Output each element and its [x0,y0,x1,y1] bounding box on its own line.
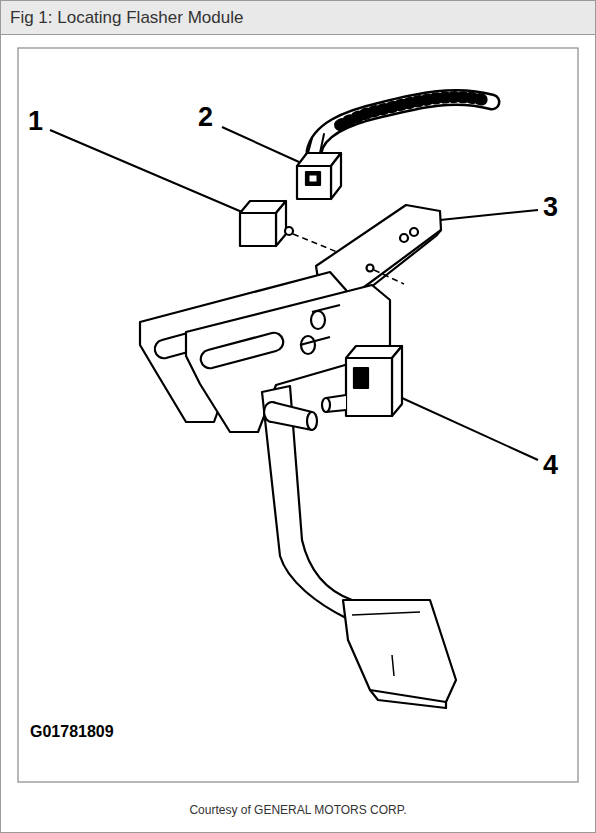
flasher-module [285,227,293,235]
connector [309,175,317,182]
stop-lamp-switch [392,346,402,416]
flasher-module [240,201,352,258]
mounting-bracket [410,228,418,236]
brake-pedal [307,412,317,430]
leader-line [402,398,538,460]
stop-lamp-switch [354,368,368,388]
brake-pedal [343,600,456,702]
mounting-bracket [367,265,374,272]
brake-pedal [272,402,312,430]
callout-number: 3 [543,192,558,223]
flasher-module [240,213,276,246]
leader-line [50,127,538,460]
callout-number: 2 [198,102,213,133]
stop-lamp-switch [322,398,330,412]
connector [306,172,320,185]
wire-harness [314,97,492,152]
wire-harness [308,134,324,153]
stop-lamp-switch [346,358,392,416]
brake-pedal [262,386,456,708]
flasher-module [276,201,286,246]
callout-number: 1 [28,106,43,137]
brake-pedal [370,690,446,708]
wire-harness [314,97,492,152]
leader-line [50,130,242,212]
pedal-bracket [300,305,340,345]
connector [297,153,341,199]
mounting-bracket [374,270,404,284]
figure-code: G01781809 [30,723,114,741]
wire-harness [308,97,492,153]
pedal-bracket [311,311,325,329]
pedal-bracket [201,333,283,368]
connector [331,153,341,199]
connector [297,166,331,199]
figure-title: Fig 1: Locating Flasher Module [10,8,243,28]
wire-harness [340,97,488,125]
callout-number: 4 [543,450,558,481]
mounting-bracket [400,234,408,242]
stop-lamp-switch [322,346,402,416]
leader-line [440,210,538,220]
brake-pedal [262,386,352,618]
frame [1,1,596,35]
brake-pedal [352,612,420,676]
credit-caption: Courtesy of GENERAL MOTORS CORP. [0,803,596,817]
frame [18,48,578,782]
leader-line [222,127,299,162]
